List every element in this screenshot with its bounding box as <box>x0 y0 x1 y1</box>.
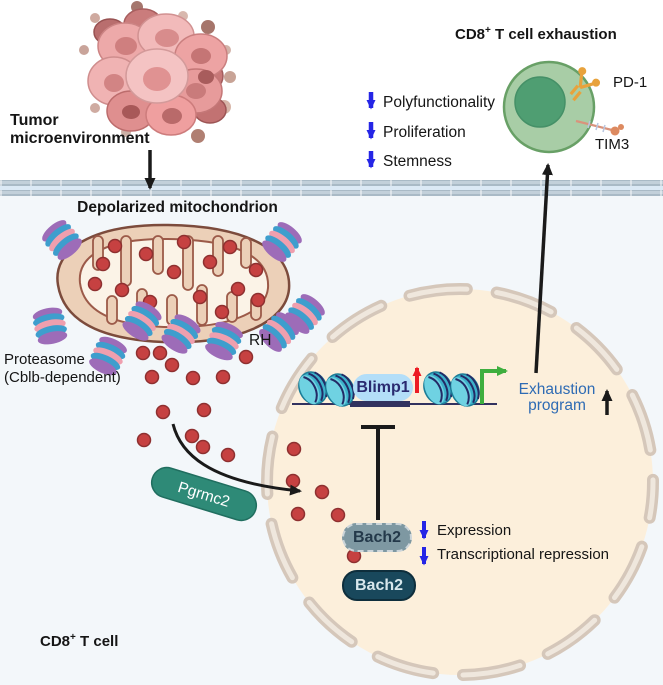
cd8-tcell-label-rest: T cell <box>75 633 119 650</box>
blimp1-locus <box>292 366 508 412</box>
cd8-tcell-label-sup: + <box>70 632 76 643</box>
proliferation-label: Proliferation <box>383 124 466 141</box>
exhaustion-title-base: CD8 <box>455 26 486 43</box>
cd8-tcell-label-base: CD8 <box>40 633 71 650</box>
tumor-cluster-icon <box>79 1 236 143</box>
bach2-lower-text: Bach2 <box>354 576 404 594</box>
bach2-inhibition-tbar <box>361 425 395 520</box>
tumor-microenvironment-label: Tumor microenvironment <box>10 112 150 148</box>
pd1-receptor-icon <box>569 67 601 102</box>
exhaustion-title-rest: T cell exhaustion <box>490 26 617 43</box>
nucleus <box>261 283 659 681</box>
exhaustion-program-label: Exhaustion program <box>518 381 596 414</box>
tim3-receptor-icon <box>575 119 624 136</box>
mitochondrion-icon <box>56 223 291 344</box>
transcription-start-arrow <box>480 366 508 404</box>
membrane-inner-leaflet <box>0 190 663 196</box>
expression-label: Expression <box>437 522 512 539</box>
exhaustion-title-sup: + <box>485 25 491 36</box>
proteasome-label: Proteasome (Cblb-dependent) <box>4 351 121 386</box>
bach2-protein-faded-pill: Bach2 <box>342 523 412 552</box>
bach2-protein-pill: Bach2 <box>342 570 416 601</box>
cd8-tcell-label: CD8+ T cell <box>40 632 118 650</box>
cell-membrane <box>0 180 663 196</box>
pd1-label: PD-1 <box>613 74 648 91</box>
blimp1-pill-label: Blimp1 <box>353 374 413 401</box>
membrane-gap <box>0 186 663 190</box>
stemness-label: Stemness <box>383 153 452 170</box>
pgrmc2-pill <box>150 466 258 522</box>
blimp1-text: Blimp1 <box>356 378 410 396</box>
bach2-upper-text: Bach2 <box>352 528 402 546</box>
tim3-label: TIM3 <box>595 136 630 153</box>
program-to-cell-arrow <box>534 163 553 374</box>
polyfunctionality-label: Polyfunctionality <box>383 94 496 111</box>
heme-import-arrow <box>171 423 302 496</box>
exhausted-tcell-icon <box>502 60 624 154</box>
rh-label: RH <box>249 332 272 349</box>
membrane-outer-leaflet <box>0 180 663 186</box>
transcriptional-repression-label: Transcriptional repression <box>437 546 610 563</box>
exhaustion-title: CD8+ T cell exhaustion <box>455 25 617 43</box>
depolarized-mitochondrion-label: Depolarized mitochondrion <box>77 199 278 216</box>
